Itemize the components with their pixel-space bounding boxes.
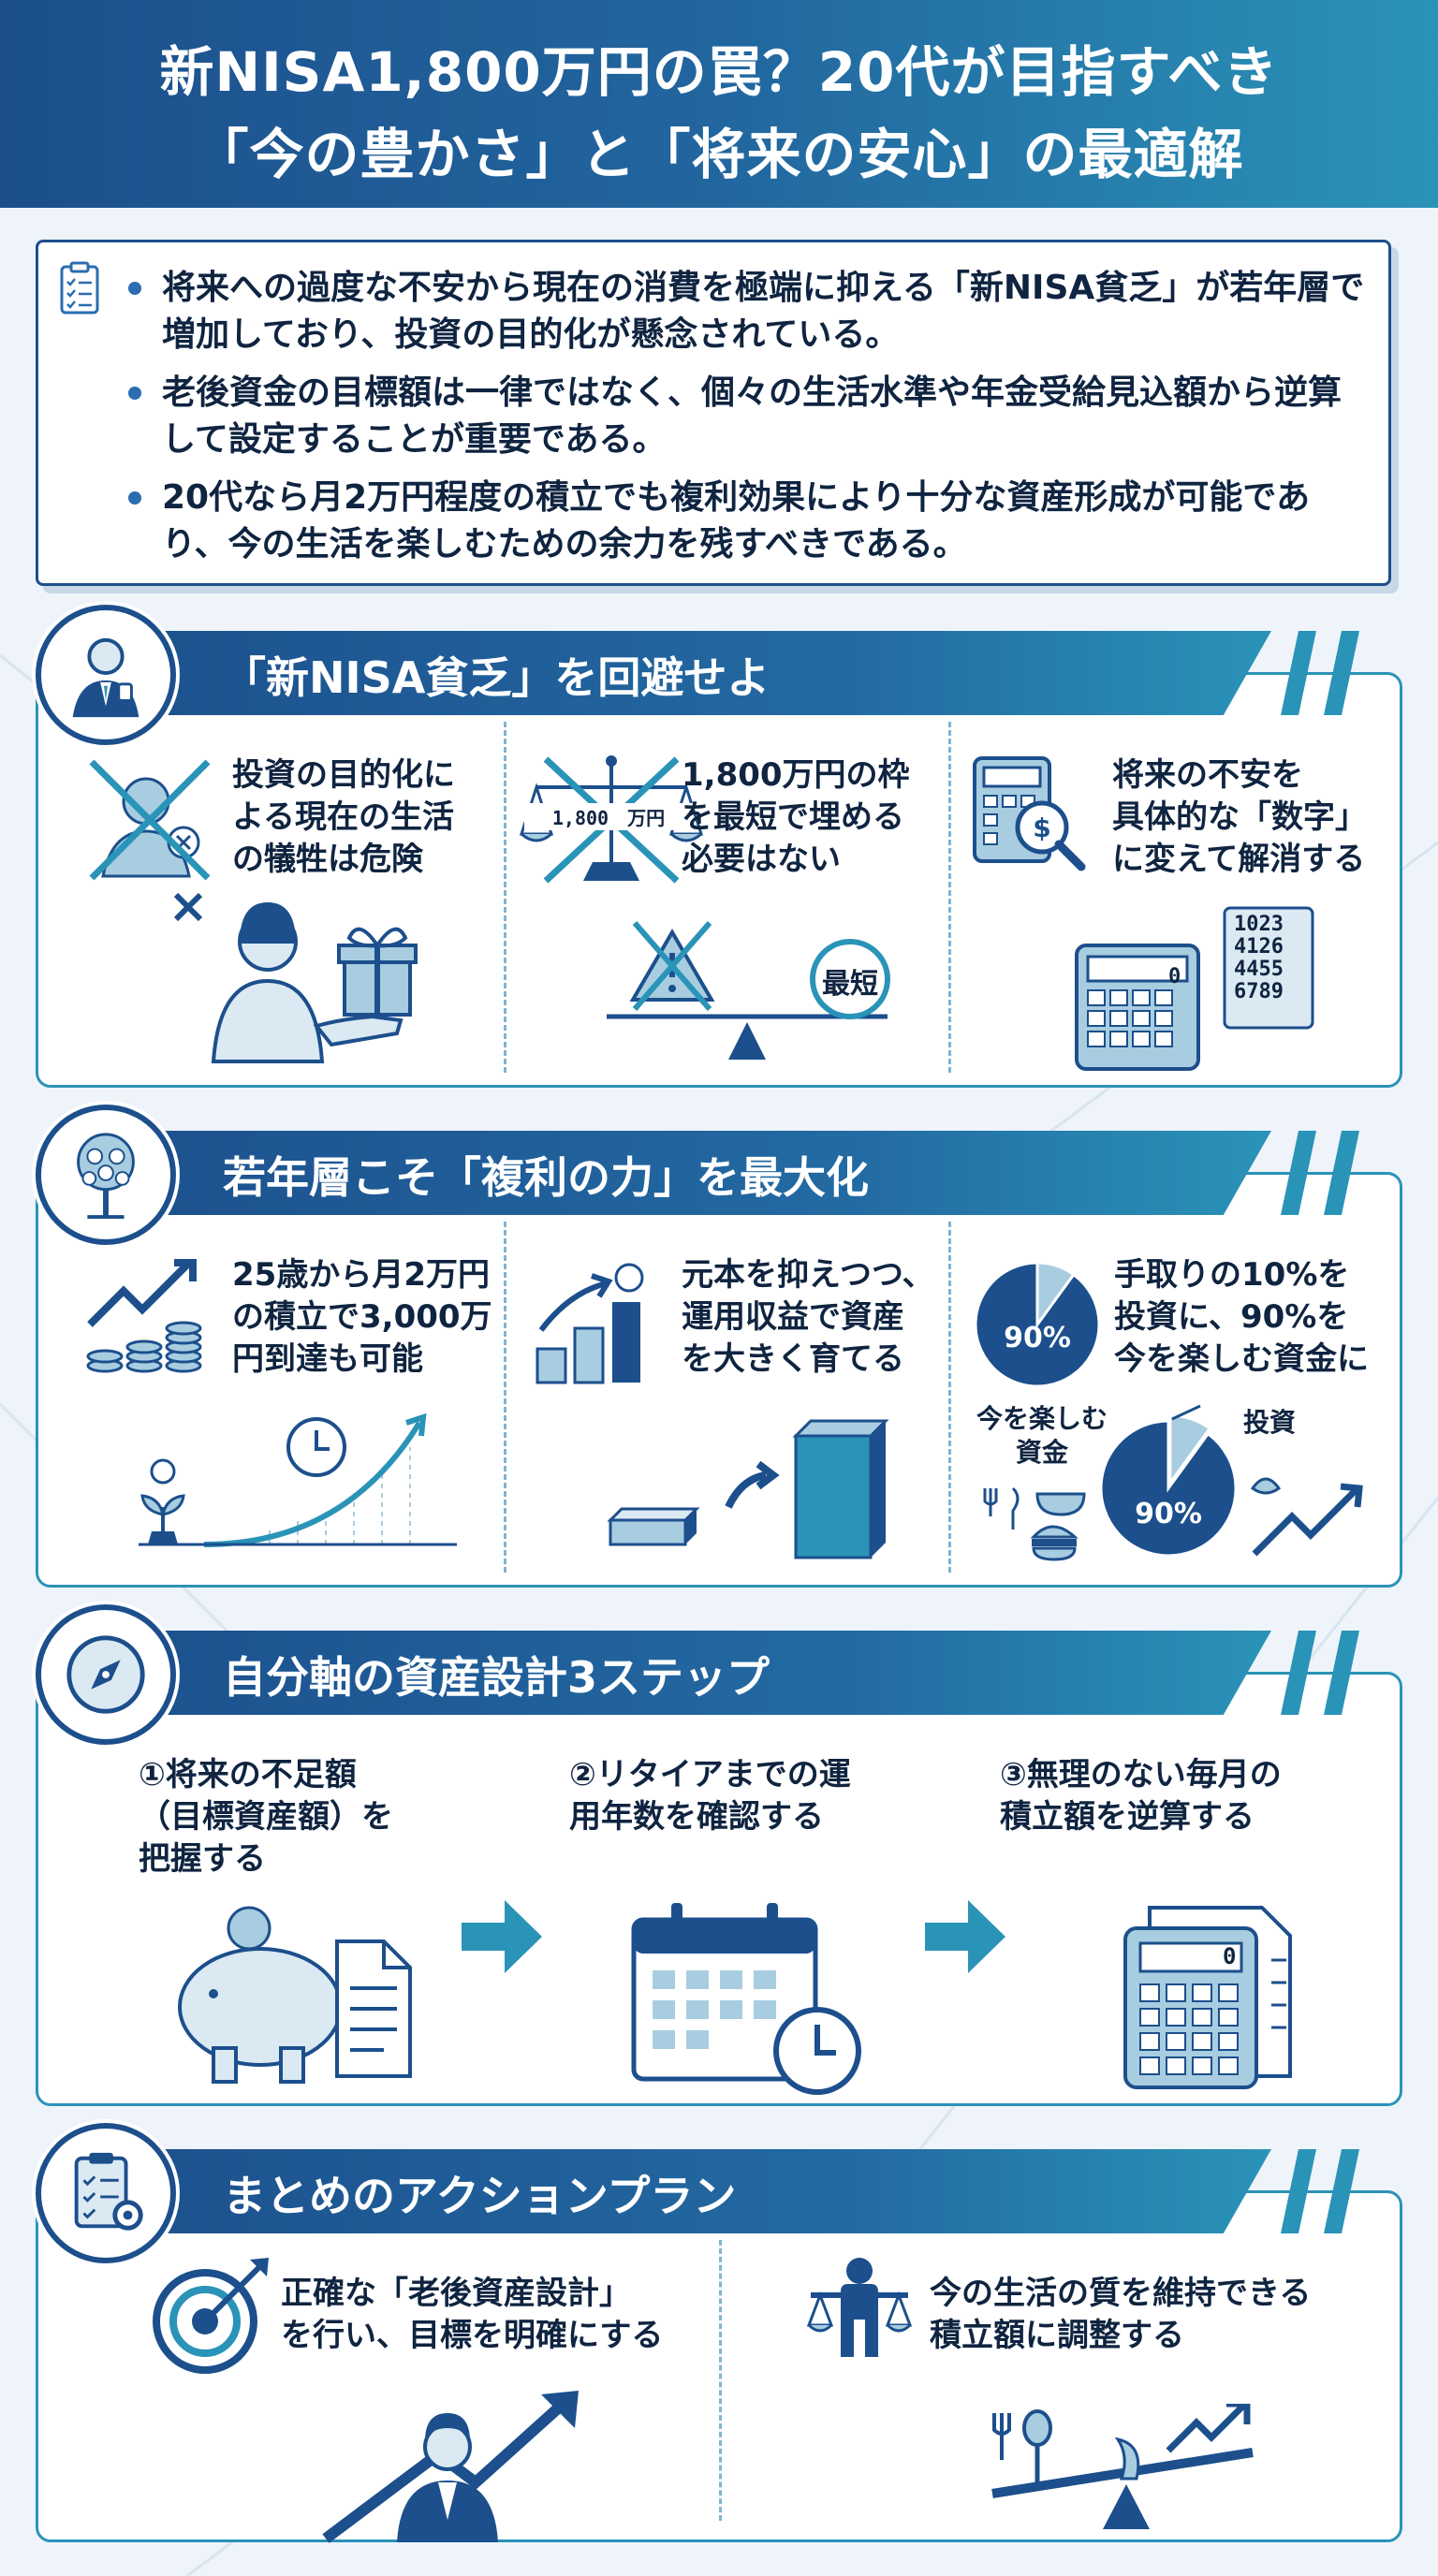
summary-point: 20代なら月2万円程度の積立でも複利効果により十分な資産形成が可能であり、今の生… — [125, 475, 1370, 568]
pie-slice-invest — [1035, 1261, 1076, 1329]
target-icon — [153, 2258, 269, 2374]
pie-big — [1099, 1404, 1238, 1558]
section-action-plan: まとめのアクションプラン 正確な「老後資産設計」 を行い、目標を明確にする — [36, 2123, 1402, 2546]
pie-big-label: 90% — [1135, 1498, 1202, 1530]
section-banner: 「新NISA貧乏」を回避せよ — [73, 631, 1271, 715]
calculator-display: 0 — [1223, 1943, 1237, 1969]
step-2: ②リタイアまでの運 用年数を確認する — [569, 1756, 851, 1836]
svg-text:$: $ — [1033, 812, 1050, 843]
arrow-right-icon — [925, 1900, 1005, 1973]
section-title: 「新NISA貧乏」を回避せよ — [223, 652, 770, 703]
section1-point-1: 投資の目的化に よる現在の生活 の犠牲は危険 — [232, 756, 455, 878]
bar-growth-icon — [536, 1263, 644, 1384]
section1-point-2: 1,800万円の枠 を最短で埋める 必要はない — [682, 756, 910, 878]
growth-curve-icon — [139, 1412, 457, 1547]
money-tree-icon — [36, 1105, 176, 1245]
invest-growth-icon — [1250, 1477, 1363, 1557]
summary-point: 将来への過度な不安から現在の消費を極端に抑える「新NISA貧乏」が若年層で増加し… — [125, 265, 1370, 359]
calculator-search-icon: $ — [973, 756, 1086, 871]
page-title-line1: 新NISA1,800万円の罠？20代が目指すべき — [159, 40, 1279, 104]
businessman-icon — [36, 605, 176, 745]
coins-growth-icon — [86, 1259, 202, 1373]
summary-point: 老後資金の目標額は一律ではなく、個々の生活水準や年金受給見込額から逆算して設定す… — [125, 370, 1370, 463]
column-divider — [504, 722, 506, 1073]
calculator-display: 0 — [1168, 965, 1181, 988]
calendar-clock-icon — [631, 1903, 861, 2095]
section-title: 若年層こそ「複利の力」を最大化 — [223, 1152, 869, 1203]
summary-box: 将来への過度な不安から現在の消費を極端に抑える「新NISA貧乏」が若年層で増加し… — [36, 240, 1391, 586]
crossed-person-icon — [89, 759, 211, 881]
calculator-step-icon — [1123, 1906, 1292, 2089]
compass-icon — [36, 1604, 176, 1745]
food-icon — [983, 1486, 1086, 1561]
pie-small — [974, 1261, 1101, 1388]
section-title: 自分軸の資産設計3ステップ — [223, 1652, 770, 1703]
scale-label: 1,800 万円 — [524, 803, 693, 830]
balance-person-icon — [806, 2258, 913, 2357]
pie-small-label: 90% — [1004, 1322, 1071, 1354]
checklist-gear-icon — [36, 2123, 176, 2263]
calculator-numbers-icon — [1075, 906, 1314, 1071]
section2-point-2: 元本を抑えつつ、 運用収益で資産 を大きく育てる — [682, 1256, 934, 1378]
section-compound-power: 若年層こそ「複利の力」を最大化 25歳から月2万円 の積立で3,000万 円到達… — [36, 1105, 1402, 1591]
pie-slice-invest — [1168, 1413, 1212, 1487]
page-header: 新NISA1,800万円の罠？20代が目指すべき 「今の豊かさ」と「将来の安心」… — [0, 0, 1438, 208]
section1-point-3: 将来の不安を 具体的な「数字」 に変えて解消する — [1112, 756, 1367, 878]
section2-point-1: 25歳から月2万円 の積立で3,000万 円到達も可能 — [232, 1256, 492, 1378]
column-divider — [948, 1222, 951, 1573]
column-divider — [719, 2240, 722, 2521]
action-item-1: 正確な「老後資産設計」 を行い、目標を明確にする — [281, 2275, 664, 2354]
step-3: ③無理のない毎月の 積立額を逆算する — [1000, 1756, 1282, 1836]
section-title: まとめのアクションプラン — [223, 2171, 737, 2221]
step-1: ①将来の不足額 （目標資産額）を 把握する — [139, 1756, 393, 1878]
lifestyle-balance-icon — [991, 2404, 1254, 2529]
arrow-right-icon — [462, 1900, 542, 1973]
column-divider — [504, 1222, 506, 1573]
section-banner: まとめのアクションプラン — [73, 2149, 1271, 2233]
piggy-bank-icon — [178, 1906, 412, 2084]
enjoy-label: 今を楽しむ 資金 — [976, 1403, 1108, 1468]
seesaw-warning-icon — [607, 921, 890, 1060]
page-title-line2: 「今の豊かさ」と「将来の安心」の最適解 — [194, 123, 1244, 186]
fastest-badge: 最短 — [822, 968, 878, 1001]
principal-growth-icon — [607, 1419, 889, 1559]
businessman-growth-icon — [322, 2391, 579, 2543]
section2-point-3: 手取りの10%を 投資に、90%を 今を楽しむ資金に — [1114, 1256, 1369, 1378]
action-item-2: 今の生活の質を維持できる 積立額に調整する — [930, 2275, 1312, 2354]
invest-label: 投資 — [1243, 1407, 1297, 1438]
section-banner: 自分軸の資産設計3ステップ — [73, 1631, 1271, 1715]
section-three-steps: 自分軸の資産設計3ステップ ①将来の不足額 （目標資産額）を 把握する ②リタイ… — [36, 1604, 1402, 2110]
clipboard-icon — [60, 261, 99, 315]
column-divider — [948, 722, 951, 1073]
pie-slice-enjoy — [1099, 1419, 1238, 1558]
woman-gift-icon — [173, 892, 418, 1063]
section-banner: 若年層こそ「複利の力」を最大化 — [73, 1131, 1271, 1215]
section-avoid-poverty: 「新NISA貧乏」を回避せよ 投資の目的化に よる現在の生活 の犠牲は危険 — [36, 605, 1402, 1091]
digit-sheet: 1023 4126 4455 6789 — [1234, 913, 1284, 1003]
